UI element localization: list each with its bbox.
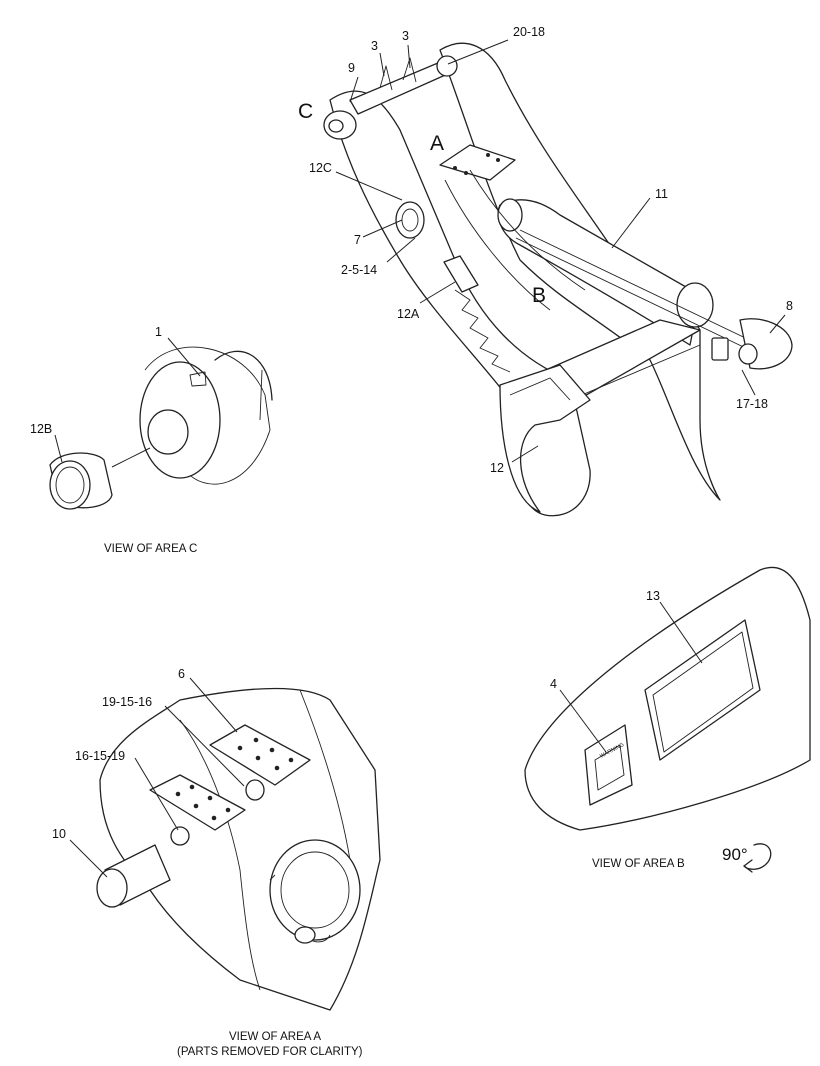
- view-area-a: [96, 687, 381, 1011]
- callout-17-18: 17-18: [736, 397, 768, 411]
- callout-1: 1: [155, 325, 162, 339]
- caption-view-area-b: VIEW OF AREA B: [592, 858, 685, 870]
- caption-view-area-a-line2: (PARTS REMOVED FOR CLARITY): [177, 1046, 363, 1058]
- callout-16-15-19: 16-15-19: [75, 749, 125, 763]
- rotation-arrow-icon: [743, 843, 772, 873]
- area-letter-a: A: [430, 132, 444, 155]
- callout-6: 6: [178, 667, 185, 681]
- callout-4: 4: [550, 677, 557, 691]
- callout-7: 7: [354, 233, 361, 247]
- callout-12: 12: [490, 461, 504, 475]
- main-boom-assembly: [323, 42, 793, 517]
- callout-20-18: 20-18: [513, 25, 545, 39]
- caption-view-area-a-line1: VIEW OF AREA A: [229, 1031, 321, 1043]
- callout-19-15-16: 19-15-16: [102, 695, 152, 709]
- callout-12c: 12C: [309, 161, 332, 175]
- callout-3-b: 3: [402, 29, 409, 43]
- callout-12a: 12A: [397, 307, 420, 321]
- rotation-label: 90°: [722, 845, 748, 864]
- callout-8: 8: [786, 299, 793, 313]
- callout-2-5-14: 2-5-14: [341, 263, 377, 277]
- caption-view-area-c: VIEW OF AREA C: [104, 543, 197, 555]
- callout-12b: 12B: [30, 422, 52, 436]
- area-letter-b: B: [532, 284, 546, 307]
- view-area-b: [524, 566, 811, 831]
- callout-11: 11: [655, 187, 668, 201]
- callout-13: 13: [646, 589, 660, 603]
- leader-lines: [54, 39, 786, 878]
- callout-9: 9: [348, 61, 355, 75]
- area-letter-c: C: [298, 100, 313, 123]
- view-area-c: [49, 346, 273, 510]
- callout-3-a: 3: [371, 39, 378, 53]
- callout-10: 10: [52, 827, 66, 841]
